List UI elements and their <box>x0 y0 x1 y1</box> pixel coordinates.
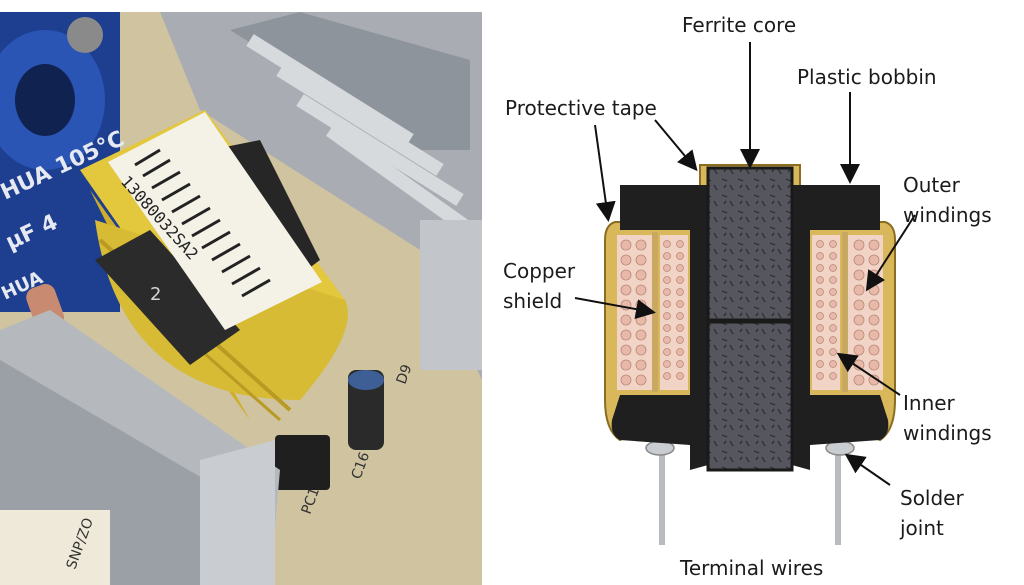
arrow-solder-joint <box>844 453 891 486</box>
barcode <box>134 148 271 298</box>
label-outer-windings-line2: windings <box>903 203 992 227</box>
windings-right-outer <box>848 235 883 390</box>
arrow-protective-tape-1 <box>654 119 698 172</box>
fuse: SNP/ZO <box>0 510 110 585</box>
label-inner-windings-line2: windings <box>903 421 992 445</box>
label-outer-windings-line1: Outer <box>903 173 961 197</box>
ferrite-core <box>706 166 794 472</box>
screw <box>67 17 103 53</box>
small-capacitor <box>348 370 384 450</box>
arrow-copper-shield <box>574 297 656 319</box>
copper-shield-right <box>842 232 848 392</box>
label-solder-joint-line1: Solder <box>900 486 964 510</box>
label-inner-windings-line1: Inner <box>903 391 956 415</box>
windings-left-inner <box>660 235 688 390</box>
board-label-d9: D9 <box>394 362 416 386</box>
windings <box>617 235 883 390</box>
optocoupler <box>275 435 330 490</box>
label-plastic-bobbin: Plastic bobbin <box>797 65 937 89</box>
arrow-outer-windings <box>865 214 916 292</box>
label-copper-shield-line2: shield <box>503 289 562 313</box>
label-protective-tape: Protective tape <box>505 96 657 120</box>
core-mark: 2 <box>150 284 161 305</box>
label-copper-shield-line1: Copper <box>503 259 576 283</box>
transformer-photo: HUA 105°C μF 4 HUA 2 1308 <box>0 0 482 585</box>
transformer-core <box>95 230 240 365</box>
plastic-bobbin <box>611 185 889 470</box>
windings-right-inner <box>812 235 840 390</box>
heatsink-top <box>160 12 482 380</box>
copper-shield-left <box>652 232 658 392</box>
label-solder-joint-line2: joint <box>899 516 944 540</box>
leader-arrows <box>574 42 916 486</box>
arrow-protective-tape-2 <box>594 124 616 222</box>
transformer: 2 13080032SA2 <box>80 110 348 422</box>
windings-left-outer <box>617 235 652 390</box>
label-terminal-wires: Terminal wires <box>679 556 823 580</box>
arrow-inner-windings <box>836 352 901 396</box>
label-ferrite-core: Ferrite core <box>682 13 796 37</box>
